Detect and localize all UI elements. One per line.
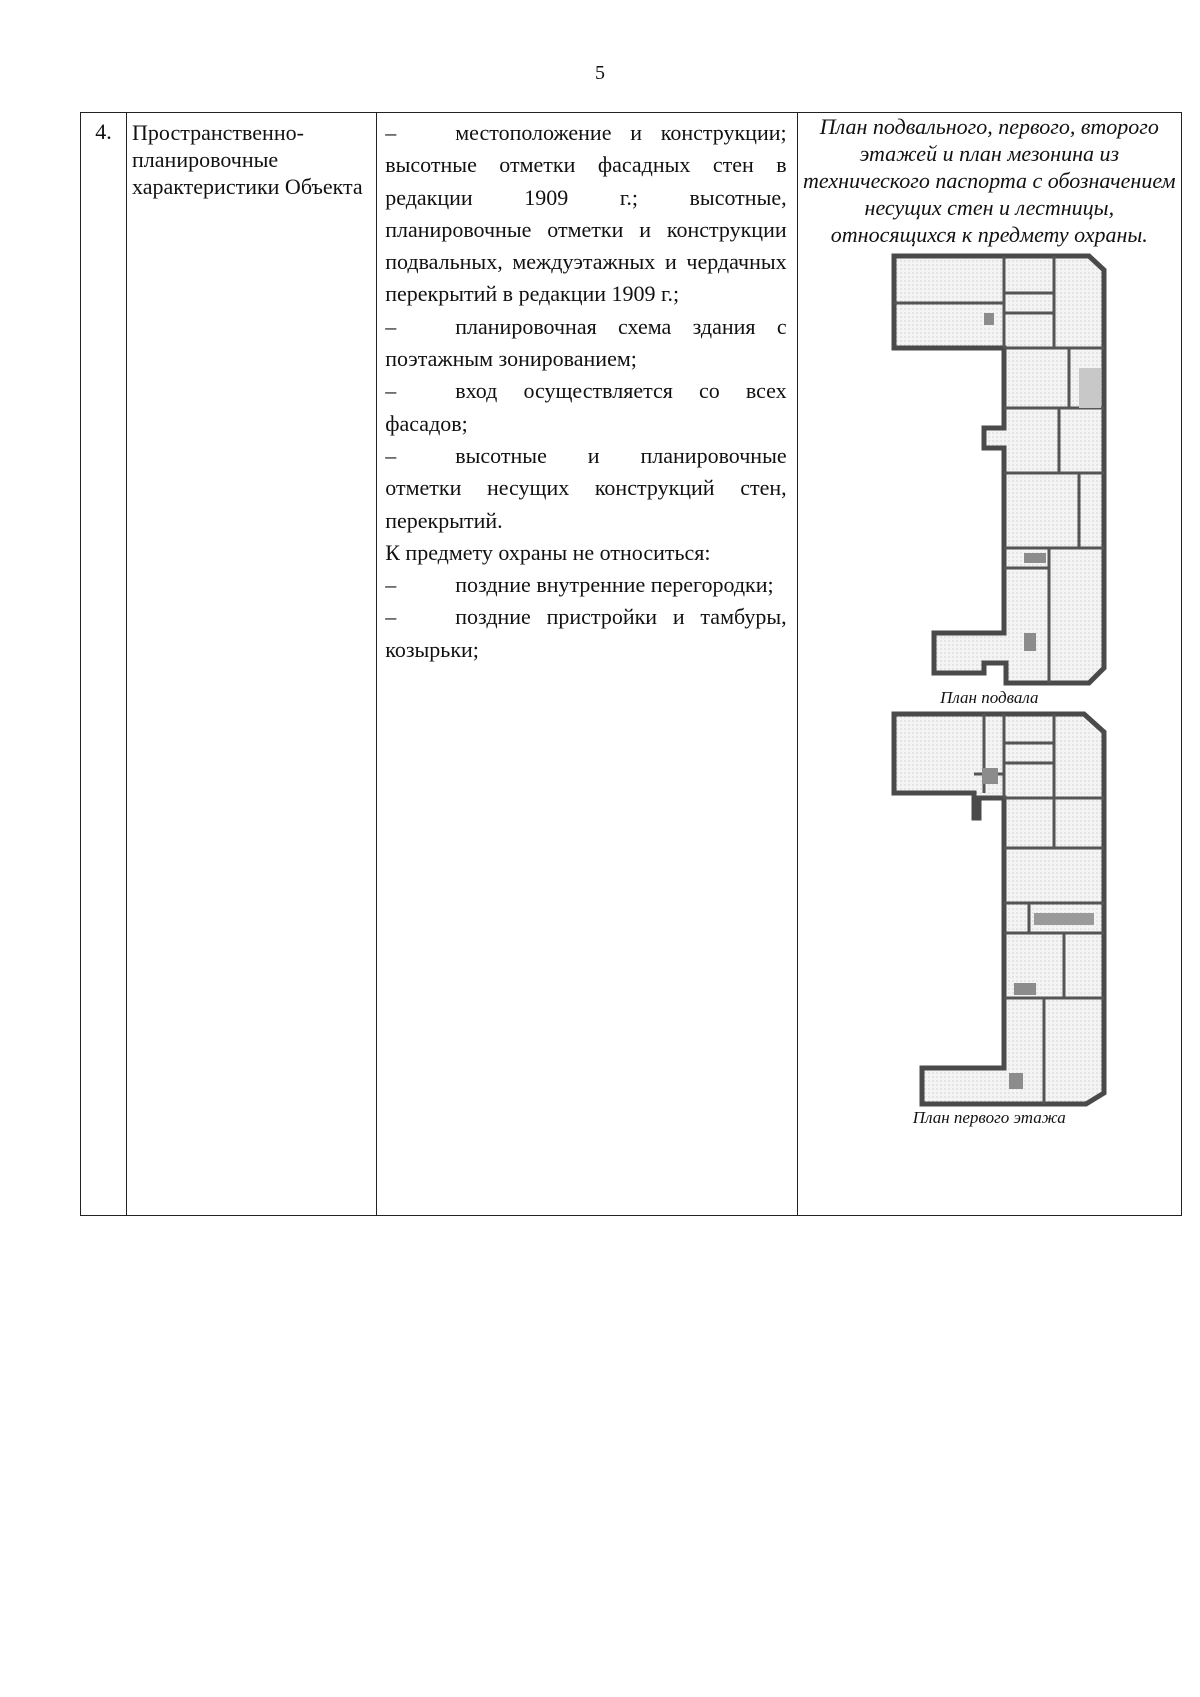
list-item: –поздние пристройки и тамбуры, козырьки; (385, 604, 787, 662)
plan-cell: План подвального, первого, второго этаже… (796, 112, 1183, 1216)
row-number: 4. (79, 112, 128, 1216)
list-item: –высотные и планировочные отметки несущи… (385, 442, 787, 533)
first-floor-plan-icon (891, 711, 1107, 1107)
page-number: 5 (595, 62, 605, 84)
basement-floor-plan-icon (891, 253, 1107, 686)
protection-subject-table: 4. Пространственно-планировочные характе… (79, 112, 1183, 1216)
exclusion-heading: К предмету охраны не относиться: (385, 539, 711, 565)
row-title: Пространственно-планировочные характерис… (126, 112, 378, 1216)
list-item: –местоположение и конструкции; высотные … (385, 120, 787, 307)
table-row: 4. Пространственно-планировочные характе… (79, 112, 1183, 1216)
list-item: –вход осуществляется со всех фасадов; (385, 378, 787, 436)
plan-label: План первого этажа (912, 1108, 1066, 1127)
plan-caption: План подвального, первого, второго этаже… (803, 114, 1176, 247)
list-item: –поздние внутренние перегородки; (385, 572, 774, 598)
plan-label: План подвала (940, 688, 1039, 707)
row-description: –местоположение и конструкции; высотные … (376, 112, 798, 1216)
list-item: –планировочная схема здания с поэтажным … (385, 313, 787, 372)
